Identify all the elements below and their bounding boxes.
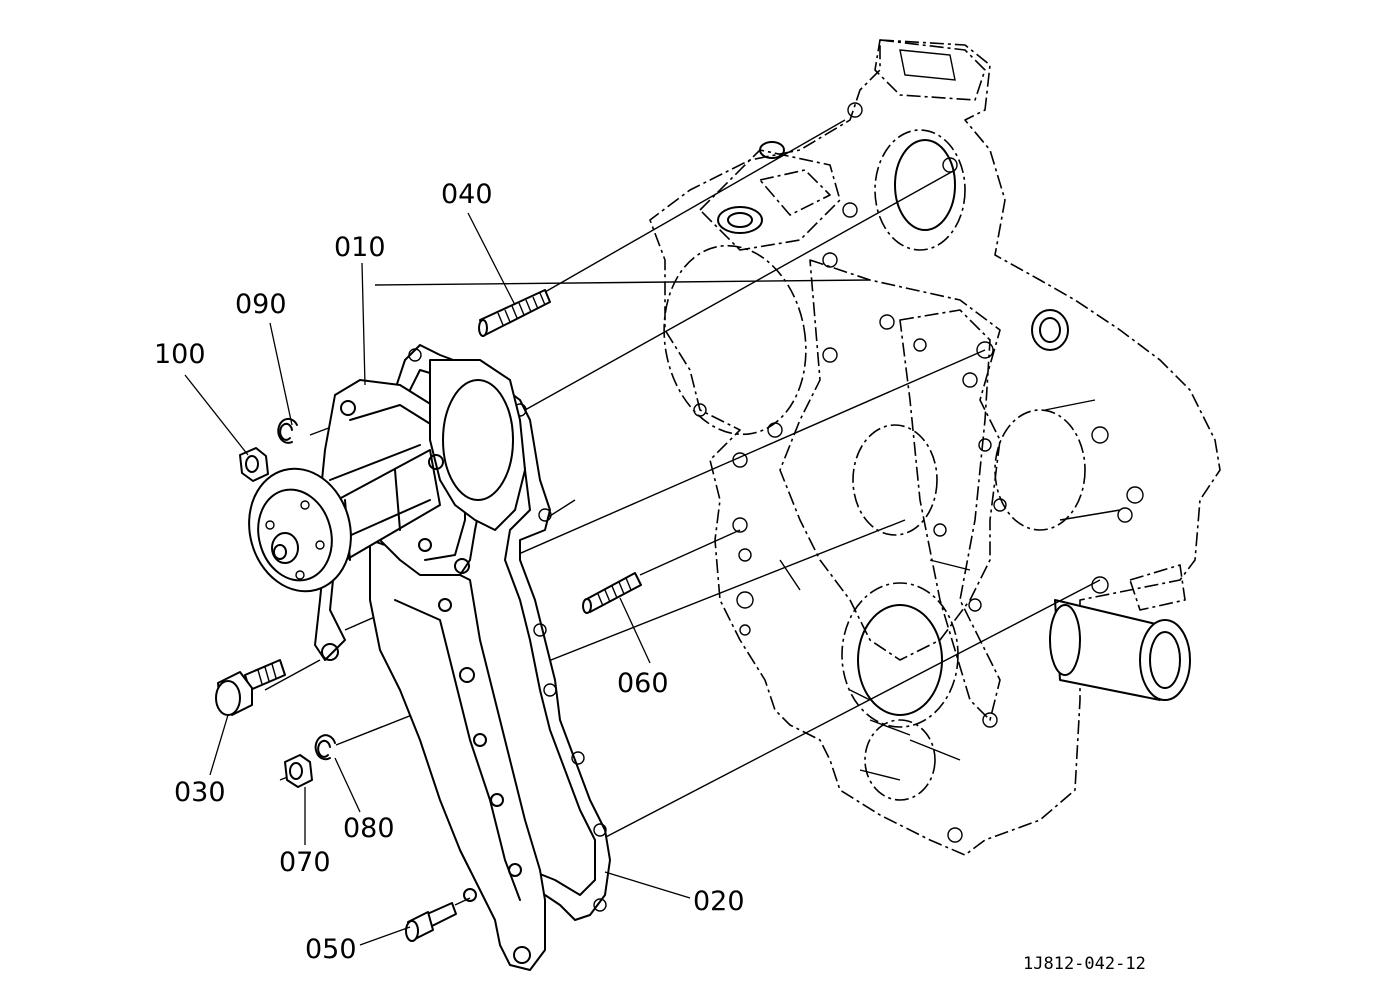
bolt-050 [405,902,457,942]
stud-060 [582,572,642,614]
washer-080 [314,734,336,761]
callout-070: 070 [279,847,331,878]
stud-040 [478,289,551,337]
callout-010: 010 [334,232,386,263]
callout-090: 090 [235,289,287,320]
gear-case [649,39,1221,856]
washer-090 [277,417,298,444]
callout-100: 100 [154,339,206,370]
callout-050: 050 [305,934,357,965]
water-pump [248,359,546,971]
callout-020: 020 [693,886,745,917]
nut-100 [239,447,269,482]
callout-080: 080 [343,813,395,844]
callout-030: 030 [174,777,226,808]
callout-040: 040 [441,179,493,210]
nut-070 [284,754,313,788]
callout-060: 060 [617,668,669,699]
bolt-030 [215,659,286,716]
leader-lines [184,212,691,946]
drawing-number: 1J812-042-12 [1023,954,1146,974]
alignment-lines [264,119,1101,906]
